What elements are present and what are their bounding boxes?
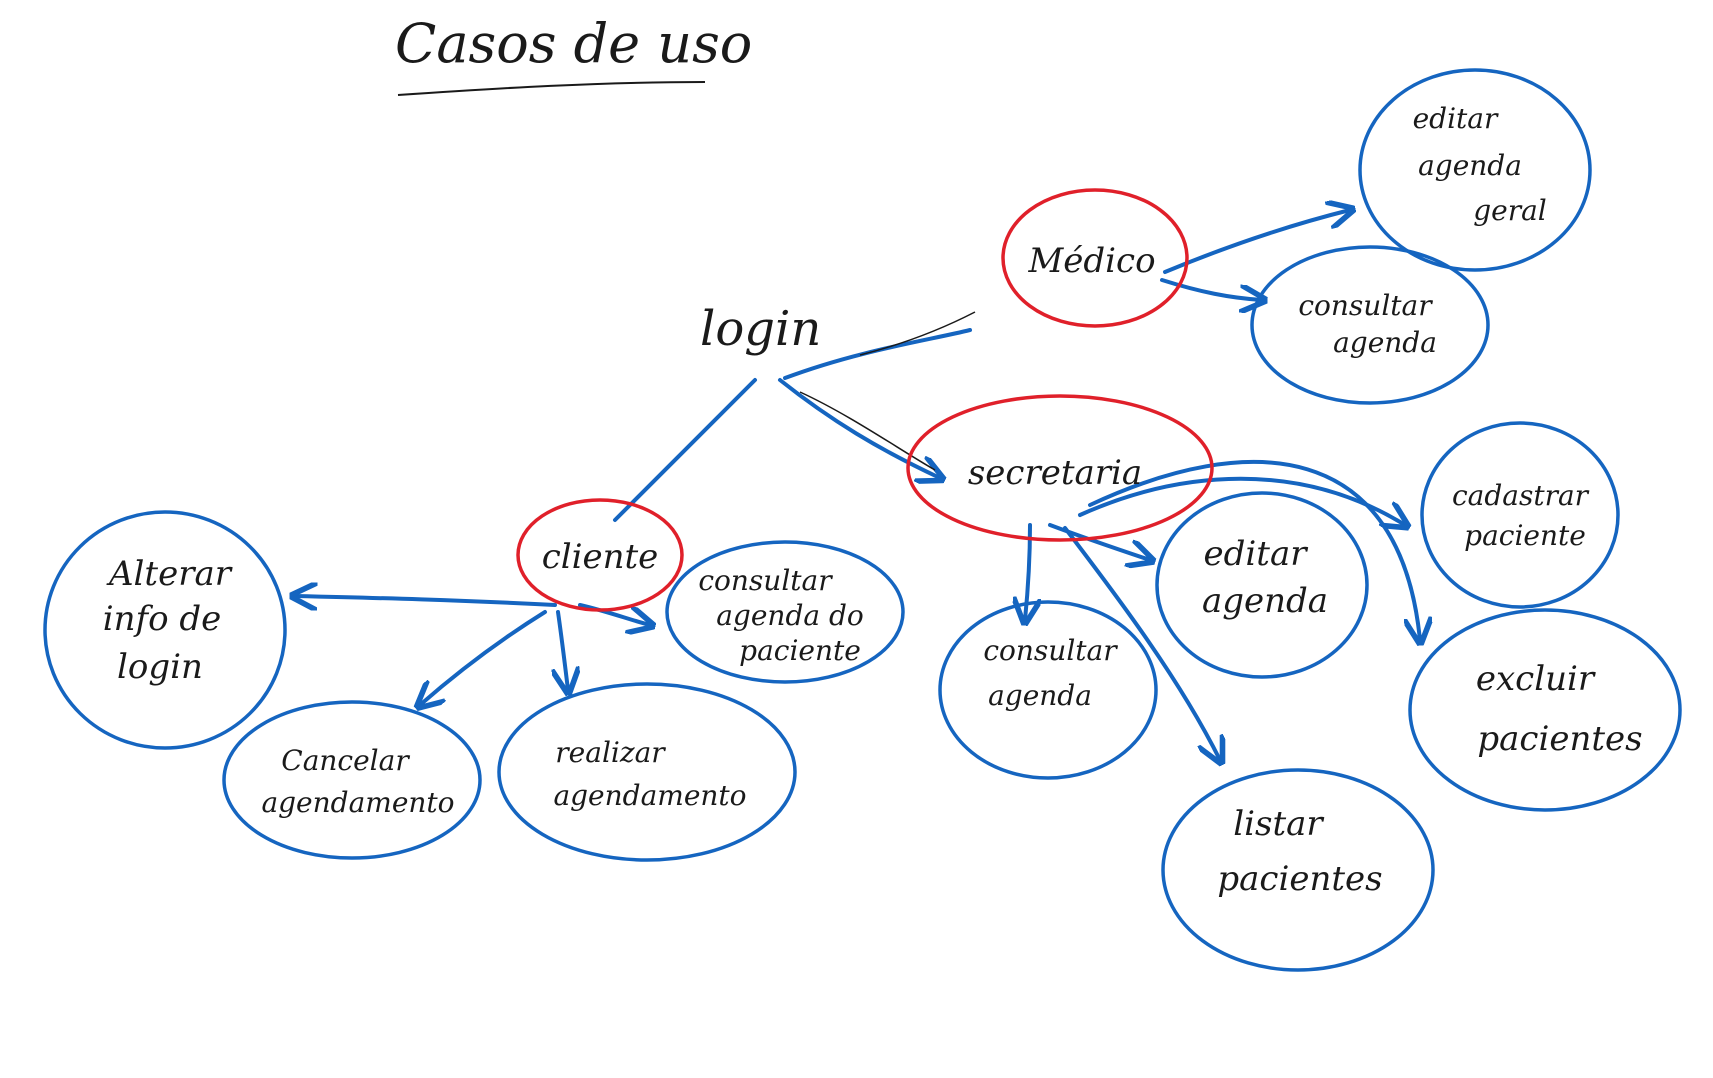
edge-medico-consultar bbox=[1160, 278, 1262, 300]
actor-medico: Médico bbox=[1001, 188, 1189, 328]
usecase-realizar-ellipse bbox=[497, 682, 797, 862]
title-text: Casos de uso bbox=[395, 12, 752, 75]
actor-medico-ellipse bbox=[1001, 188, 1189, 328]
actor-cliente: cliente bbox=[516, 498, 684, 612]
usecase-consultar-paciente-line3: paciente bbox=[739, 634, 861, 667]
edge-medico-editar-geral bbox=[1163, 210, 1350, 274]
usecase-editar-geral-line1: editar bbox=[1413, 102, 1499, 135]
usecase-cancelar-agendamento: Cancelar agendamento bbox=[222, 700, 482, 860]
actor-secretaria: secretaria bbox=[906, 394, 1214, 542]
usecase-cadastrar-line1: cadastrar bbox=[1452, 479, 1590, 512]
usecase-alterar-line1: Alterar bbox=[106, 554, 233, 594]
edge-sec-listar bbox=[1063, 526, 1220, 760]
login-node: login bbox=[700, 301, 821, 357]
usecase-editar-sec-line2: agenda bbox=[1202, 581, 1328, 621]
actor-secretaria-label: secretaria bbox=[968, 453, 1142, 493]
usecase-listar-line2: pacientes bbox=[1217, 859, 1382, 899]
usecase-editar-geral-line3: geral bbox=[1473, 194, 1547, 227]
usecase-cancelar-line2: agendamento bbox=[261, 786, 454, 819]
usecase-consultar-agenda-secretaria: consultar agenda bbox=[938, 600, 1158, 780]
usecase-consultar-paciente-line2: agenda do bbox=[716, 599, 864, 632]
edge-sec-editar bbox=[1048, 523, 1150, 560]
usecase-consultar-med-line2: agenda bbox=[1333, 326, 1437, 359]
usecase-cancelar-line1: Cancelar bbox=[281, 744, 410, 777]
usecase-alterar-info-login: Alterar info de login bbox=[43, 510, 287, 750]
actor-secretaria-ellipse bbox=[906, 394, 1214, 542]
usecase-realizar-line2: agendamento bbox=[553, 779, 746, 812]
usecase-consultar-paciente-ellipse bbox=[665, 540, 905, 684]
usecase-realizar-line1: realizar bbox=[555, 736, 666, 769]
actor-cliente-label: cliente bbox=[542, 537, 659, 577]
usecase-consultar-agenda-paciente: consultar agenda do paciente bbox=[665, 540, 905, 684]
usecase-editar-agenda-secretaria: editar agenda bbox=[1155, 491, 1369, 679]
usecase-listar-pacientes: listar pacientes bbox=[1161, 768, 1435, 972]
usecase-editar-agenda-geral: editar agenda geral bbox=[1358, 68, 1592, 272]
usecase-excluir-line1: excluir bbox=[1476, 659, 1596, 699]
title-underline bbox=[397, 81, 706, 96]
usecase-editar-geral-line2: agenda bbox=[1418, 149, 1522, 182]
usecase-editar-sec-ellipse bbox=[1155, 491, 1369, 679]
usecase-cancelar-ellipse bbox=[222, 700, 482, 860]
login-label: login bbox=[700, 301, 821, 357]
edge-cliente-cancelar bbox=[420, 610, 547, 705]
edge-cliente-realizar bbox=[558, 610, 568, 690]
usecase-editar-sec-line1: editar bbox=[1204, 534, 1309, 574]
edge-login-medico bbox=[783, 328, 972, 380]
usecase-consultar-sec-line2: agenda bbox=[988, 679, 1092, 712]
usecase-consultar-med-ellipse bbox=[1250, 245, 1490, 405]
edge-cliente-alterar bbox=[295, 596, 557, 605]
diagram-title: Casos de uso bbox=[395, 12, 752, 96]
usecase-listar-line1: listar bbox=[1233, 804, 1324, 844]
edge-login-secretaria-pencil bbox=[799, 391, 936, 471]
usecase-consultar-agenda-medico: consultar agenda bbox=[1250, 245, 1490, 405]
edge-login-secretaria bbox=[778, 378, 940, 478]
usecase-consultar-paciente-line1: consultar bbox=[698, 564, 833, 597]
usecase-consultar-med-line1: consultar bbox=[1298, 289, 1433, 322]
connectors bbox=[295, 210, 1420, 760]
actor-cliente-ellipse bbox=[516, 498, 684, 612]
edge-login-cliente bbox=[613, 378, 757, 522]
edge-sec-consultar bbox=[1025, 523, 1030, 620]
edge-sec-excluir bbox=[1088, 460, 1420, 640]
usecase-consultar-sec-line1: consultar bbox=[983, 634, 1118, 667]
usecase-cadastrar-ellipse bbox=[1420, 421, 1620, 609]
usecase-alterar-ellipse bbox=[43, 510, 287, 750]
usecase-alterar-line2: info de bbox=[103, 599, 222, 639]
actor-medico-label: Médico bbox=[1027, 241, 1155, 281]
usecase-excluir-ellipse bbox=[1408, 608, 1682, 812]
usecase-editar-geral-ellipse bbox=[1358, 68, 1592, 272]
usecase-excluir-pacientes: excluir pacientes bbox=[1408, 608, 1682, 812]
edge-cliente-consultar bbox=[578, 603, 650, 625]
usecase-listar-ellipse bbox=[1161, 768, 1435, 972]
usecase-alterar-line3: login bbox=[117, 647, 203, 687]
usecase-excluir-line2: pacientes bbox=[1477, 719, 1642, 759]
usecase-realizar-agendamento: realizar agendamento bbox=[497, 682, 797, 862]
edge-login-medico-pencil bbox=[859, 311, 976, 356]
usecase-consultar-sec-ellipse bbox=[938, 600, 1158, 780]
usecase-cadastrar-line2: paciente bbox=[1464, 519, 1586, 552]
usecase-cadastrar-paciente: cadastrar paciente bbox=[1420, 421, 1620, 609]
